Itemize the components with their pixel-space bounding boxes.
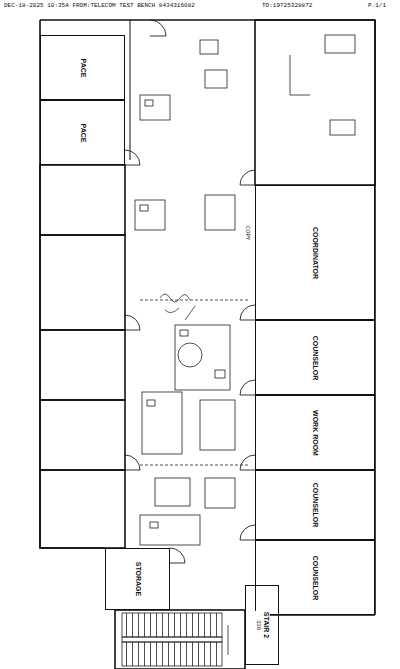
room-box: STORAGE <box>105 548 170 610</box>
furniture <box>135 35 355 545</box>
room-label-group: COUNSELOR <box>311 334 319 381</box>
fax-header: P.1/1 <box>368 3 386 10</box>
room-name: COUNSELOR <box>311 554 319 601</box>
room-box: COUNSELOR <box>255 320 375 395</box>
room-number: 336 <box>254 611 261 639</box>
room-label-group: COORDINATOR <box>311 225 319 279</box>
equipment-label: COPY <box>245 226 251 240</box>
fax-header: DEC-18-2025 10:35A FROM:TELECOM TEST BEN… <box>4 3 195 10</box>
room-box: COORDINATOR <box>255 185 375 320</box>
room-label-group: PACE <box>78 122 86 143</box>
room-label-group: STAIR 2336 <box>254 611 270 639</box>
room-name: COUNSELOR <box>311 334 319 381</box>
room-box: PACE <box>40 35 125 100</box>
room-name: STAIR 2 <box>261 611 269 639</box>
room-box: COUNSELOR <box>255 540 375 615</box>
door-swings <box>125 20 255 563</box>
room-name: STORAGE <box>133 561 141 598</box>
room-label-group: COUNSELOR <box>311 554 319 601</box>
room-name: COUNSELOR <box>311 482 319 529</box>
room-name: COORDINATOR <box>311 225 319 279</box>
walls <box>40 20 375 615</box>
staircase <box>115 610 245 669</box>
fax-header: TO:19725328872 <box>262 3 312 10</box>
room-label-group: PACE <box>78 57 86 78</box>
room-name: PACE <box>78 57 86 78</box>
room-label-group: STORAGE <box>133 561 141 598</box>
handwritten-marks <box>160 294 195 320</box>
room-label-group: COUNSELOR <box>311 482 319 529</box>
room-name: PACE <box>78 122 86 143</box>
room-box: COUNSELOR <box>255 470 375 540</box>
room-label-group: WORK ROOM <box>311 409 319 457</box>
room-box: PACE <box>40 100 125 165</box>
room-name: WORK ROOM <box>311 409 319 457</box>
room-box: WORK ROOM <box>255 395 375 470</box>
room-box: STAIR 2336 <box>245 585 279 665</box>
